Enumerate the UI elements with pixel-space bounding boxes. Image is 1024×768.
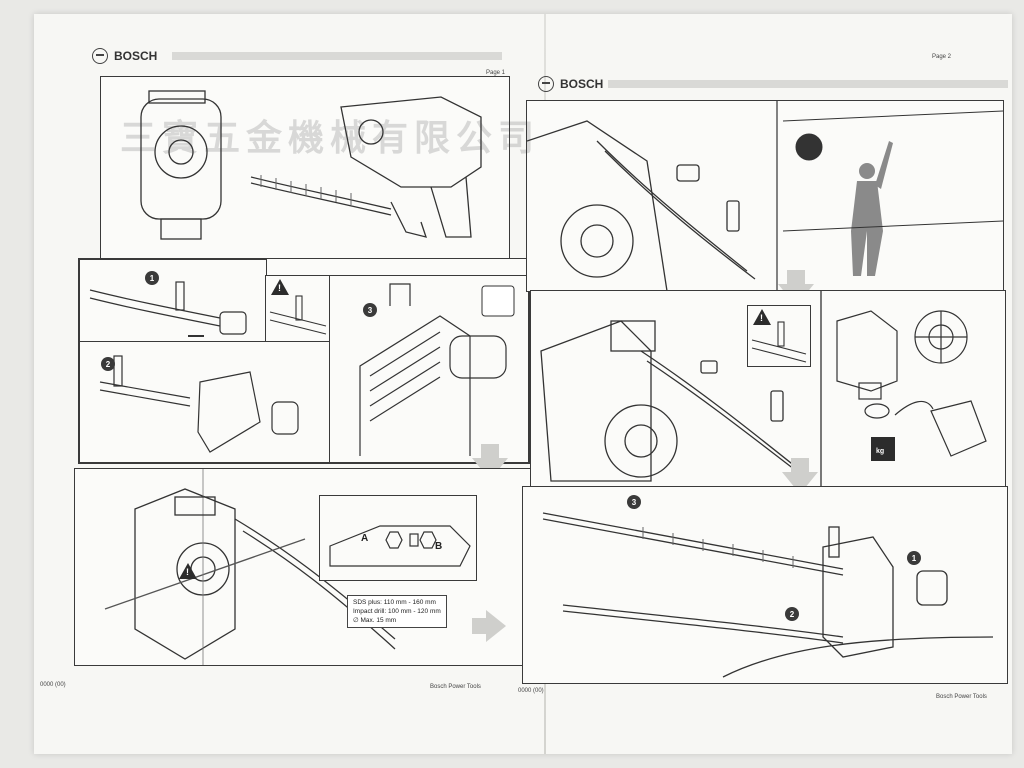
step-2-box (79, 341, 331, 463)
right-page: BOSCH Page 2 (518, 14, 1012, 754)
step-1-illustration (89, 281, 247, 337)
step-number-3: 3 (363, 303, 377, 317)
panel-overview (100, 76, 510, 276)
step-number-1: 1 (145, 271, 159, 285)
panel-removal: 3 1 2 (522, 486, 1008, 684)
footer-brand: Bosch Power Tools (936, 694, 987, 700)
panel-assembly: 1 ! (78, 258, 530, 464)
warning-icon: ! (179, 563, 197, 579)
footer-code: 0000 (00) (518, 688, 544, 694)
step-3-illustration (359, 283, 515, 456)
spec-line-sds: SDS plus: 110 mm - 160 mm (353, 599, 436, 606)
dust-extraction-illustration (540, 291, 987, 487)
weight-label: kg (876, 448, 885, 455)
label-b: B (435, 541, 443, 552)
label-a: A (361, 533, 369, 544)
footer-code: 0000 (00) (40, 682, 66, 688)
footer-brand: Bosch Power Tools (430, 684, 481, 690)
left-page: BOSCH Page 1 (34, 14, 532, 754)
manual-sheet: BOSCH Page 1 (34, 14, 1012, 754)
dust-extractor-and-drill-illustration (140, 90, 482, 240)
step-number-1: 1 (907, 551, 921, 565)
step-2-illustration (99, 355, 299, 453)
bosch-armature-icon (538, 76, 554, 92)
spec-line-impact-drill: Impact drill: 100 mm - 120 mm (353, 608, 441, 615)
bosch-logo-right: BOSCH (538, 76, 603, 92)
hex-detail-box (319, 495, 477, 581)
hex-detail-illustration (329, 525, 471, 567)
arrow-right-icon (472, 610, 506, 642)
step-number-3: 3 (627, 495, 641, 509)
panel-dust-extraction: ! kg (530, 290, 1006, 488)
spec-line-max: ∅ Max. 15 mm (353, 617, 397, 624)
drill-setup-illustration (104, 469, 396, 665)
panel-drilling-overhead (526, 100, 1004, 292)
warning-icon: ! (271, 279, 289, 295)
header-bar (172, 52, 502, 60)
warning-icon: ! (753, 309, 771, 325)
warning-detail-illustration (751, 321, 807, 363)
page-label: Page 2 (932, 54, 952, 60)
removal-illustration (542, 512, 994, 678)
step-number-2: 2 (101, 357, 115, 371)
brand-text: BOSCH (560, 77, 604, 91)
panel-drill-setup: A B ! SDS plus: 110 mm - 160 mm Impact d… (74, 468, 532, 666)
watermark-text: 三寶五金機械有限公司 (120, 118, 541, 159)
header-bar (608, 80, 1008, 88)
page-label: Page 1 (486, 70, 506, 76)
drilling-illustration (527, 101, 1003, 291)
spec-box: SDS plus: 110 mm - 160 mm Impact drill: … (347, 595, 447, 628)
step-number-2: 2 (785, 607, 799, 621)
step-3-box (329, 275, 529, 463)
bosch-logo-left: BOSCH (92, 48, 157, 64)
warning-detail-illustration (269, 295, 327, 335)
step-1-box (79, 259, 267, 343)
bosch-armature-icon (92, 48, 108, 64)
brand-text: BOSCH (114, 49, 158, 63)
